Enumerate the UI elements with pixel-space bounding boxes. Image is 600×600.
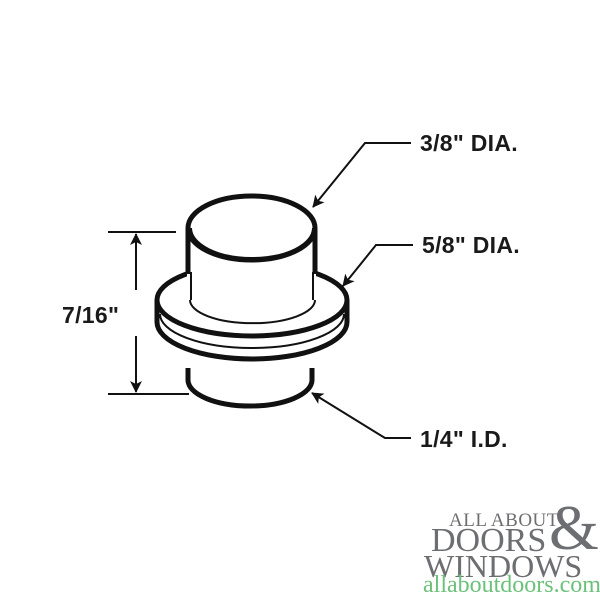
flange-diameter-label: 5/8" DIA. — [422, 232, 520, 258]
inner-diameter-label: 1/4" I.D. — [420, 426, 508, 452]
cylinder-top — [185, 193, 318, 263]
height-label: 7/16" — [62, 302, 120, 328]
leader-inner-diameter — [311, 392, 411, 439]
flange-inner-edge — [159, 313, 345, 349]
logo-ampersand: & — [549, 492, 599, 563]
leader-flange-diameter — [342, 244, 413, 287]
leader-top-diameter — [312, 142, 411, 208]
cylinder-base — [189, 299, 316, 325]
top-diameter-label: 3/8" DIA. — [420, 130, 518, 156]
logo-all-about: ALL ABOUT — [449, 510, 559, 531]
logo-doors: DOORS — [431, 522, 547, 559]
lower-collar-outline — [185, 368, 315, 409]
logo-url: allaboutdoors.com — [423, 572, 600, 598]
logo-windows: WINDOWS — [424, 548, 583, 584]
